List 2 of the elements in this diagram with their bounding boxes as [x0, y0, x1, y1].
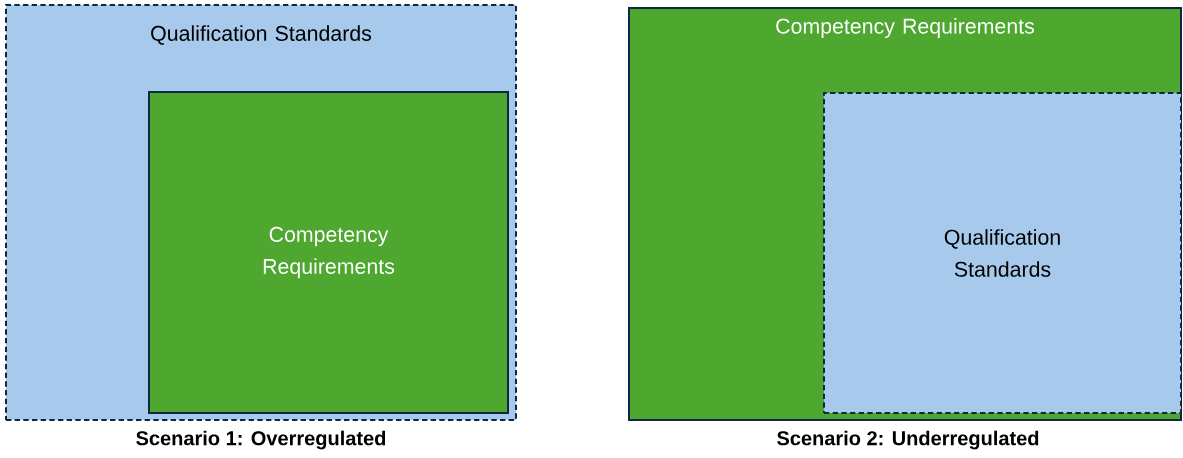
dashed-box: Qualification Standards	[823, 92, 1182, 414]
solid-box: Competency Requirements	[148, 91, 509, 414]
